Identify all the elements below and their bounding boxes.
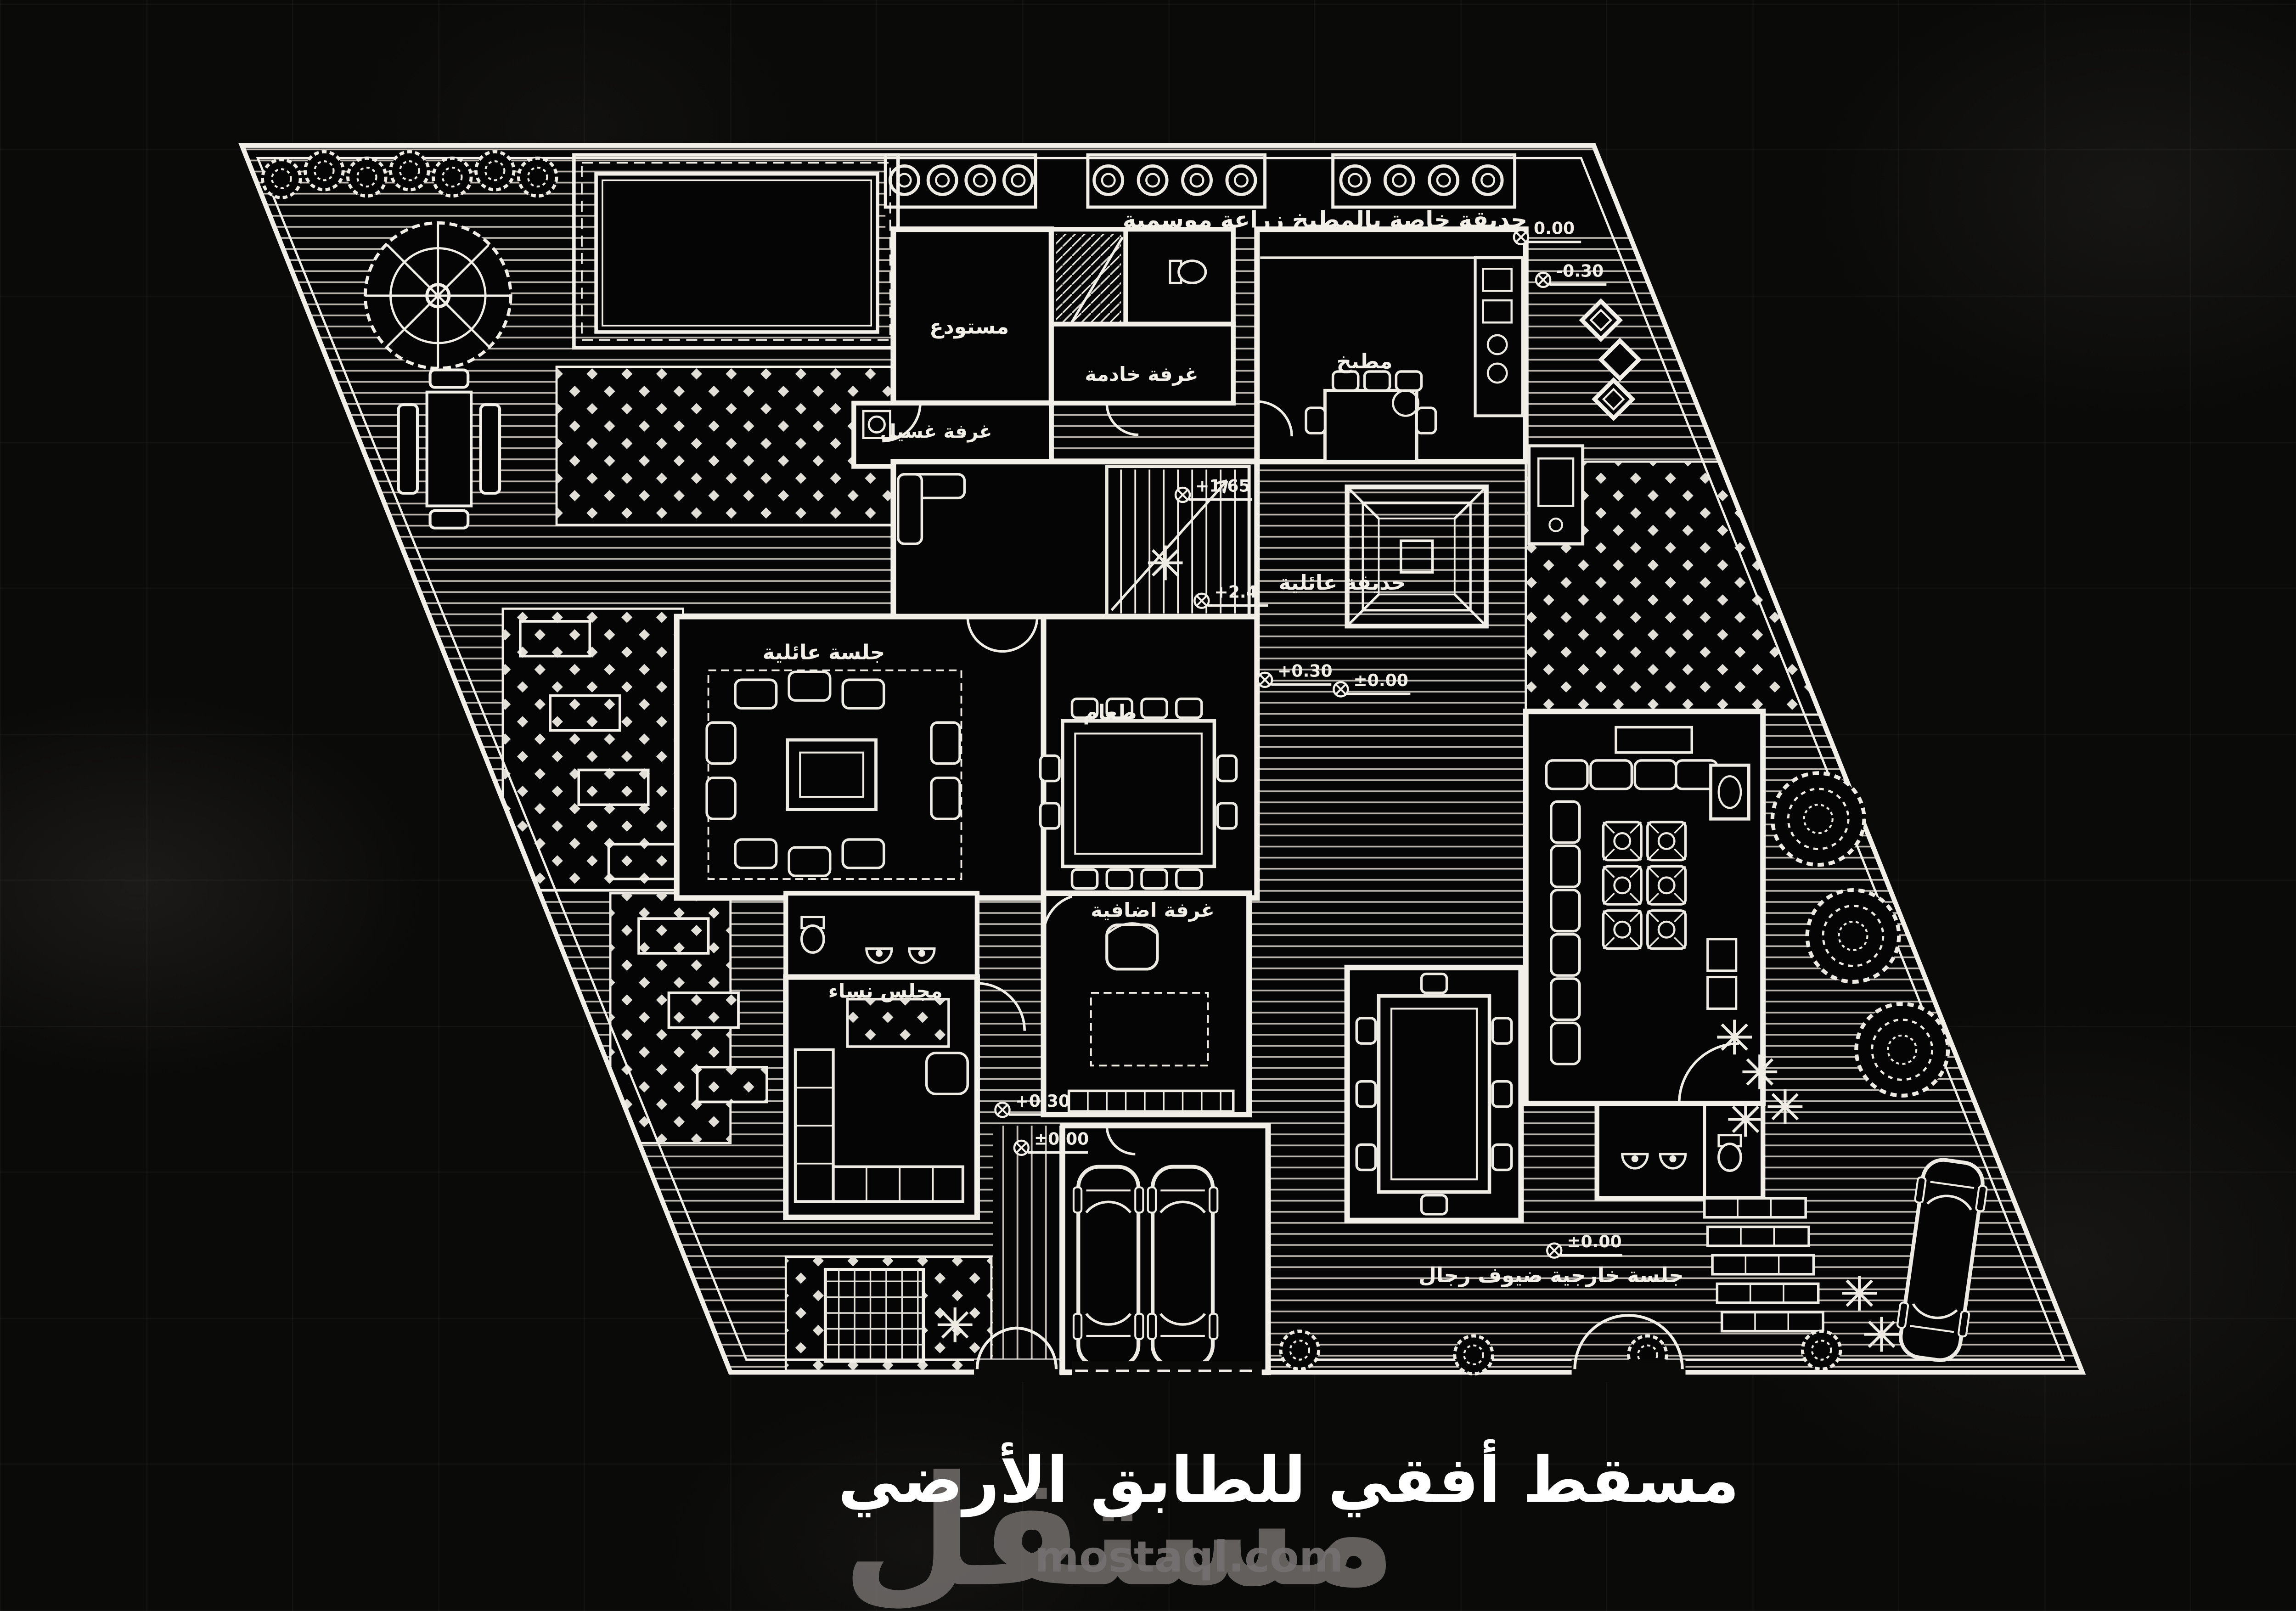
svg-text:±0.00: ±0.00	[1353, 670, 1408, 690]
laundry-fixtures	[862, 410, 891, 439]
svg-text:±0.00: ±0.00	[1567, 1232, 1621, 1251]
label-extra-room: غرفة اضافية	[1091, 899, 1215, 922]
outdoor-counter	[1527, 444, 1585, 546]
hall-furniture	[897, 465, 1251, 619]
mens-bath-fixtures	[1622, 1103, 1741, 1199]
level-marker-top-zero: 0.00	[1514, 219, 1581, 244]
svg-text:+0.30: +0.30	[1277, 661, 1332, 681]
kitchen-furniture	[1260, 256, 1524, 463]
level-marker-drive-zero: ±0.00	[1014, 1129, 1089, 1155]
door-swings	[882, 400, 1739, 1155]
label-dining: طعام	[1083, 700, 1137, 724]
room-labels: مستودع غرفة خادمة غرفة غسيل مطبخ جلسة عا…	[763, 314, 1684, 1287]
level-marker-outdoor: ±0.00	[1547, 1232, 1622, 1257]
svg-text:+1.65: +1.65	[1195, 476, 1250, 496]
svg-text:-0.30: -0.30	[1556, 261, 1604, 281]
shade-structure	[572, 153, 900, 350]
guest-dining-furniture	[1356, 974, 1511, 1214]
svg-text:+0.30: +0.30	[1015, 1091, 1070, 1111]
flower-bed	[823, 1267, 972, 1363]
diamond-pavers	[1579, 298, 1642, 421]
plot-boundary	[238, 143, 2086, 1375]
label-laundry: غرفة غسيل	[880, 421, 992, 443]
svg-text:0.00: 0.00	[1534, 219, 1575, 238]
label-family-sitting: جلسة عائلية	[763, 640, 885, 665]
entrance-gates	[974, 1314, 1686, 1382]
level-marker-deck: ±0.00	[1334, 670, 1411, 696]
svg-text:±0.00: ±0.00	[1034, 1129, 1089, 1149]
extra-room-furniture	[1067, 922, 1235, 1113]
label-outdoor-mens: جلسة خارجية ضيوف رجال	[1418, 1263, 1684, 1287]
watermark-logo: مستقل	[842, 1443, 1397, 1611]
label-family-garden: حديقة عائلية	[1278, 570, 1406, 595]
family-sitting-furniture	[707, 669, 962, 880]
dining-furniture	[1041, 699, 1237, 889]
pergola	[1345, 484, 1489, 629]
label-women-majlis: مجلس نساء	[828, 980, 943, 1003]
women-majlis-furniture	[793, 997, 969, 1203]
level-marker-upper-deck: +2.4	[1194, 582, 1268, 608]
page-title: مسقط أفقي للطابق الأرضي	[838, 1439, 1739, 1517]
main-stairs	[1105, 465, 1251, 619]
svg-text:+2.4: +2.4	[1214, 582, 1257, 602]
label-maid: غرفة خادمة	[1085, 363, 1198, 386]
label-storage: مستودع	[929, 314, 1009, 338]
room-storage	[890, 226, 1054, 406]
garden-seating	[397, 368, 501, 529]
level-marker-stairs: +1.65	[1176, 476, 1253, 502]
level-markers: +1.65 +2.4 +0.30 ±0.00 0.00 -0.30 +0.30	[996, 219, 1622, 1258]
service-bath-fixtures	[1170, 261, 1205, 283]
left-planters	[519, 620, 768, 1104]
level-marker-drive-plus: +0.30	[996, 1091, 1070, 1117]
watermark-url: mostaql.com	[1035, 1532, 1344, 1582]
label-kitchen: مطبخ	[1337, 349, 1393, 373]
outdoor-benches	[1703, 1197, 1824, 1333]
level-marker-top-minus: -0.30	[1536, 261, 1607, 287]
room-maid	[1049, 321, 1236, 406]
level-marker-hall: +0.30	[1258, 661, 1333, 687]
parasol-tree	[363, 221, 512, 370]
kitchen-garden-planters	[884, 153, 1517, 209]
mens-majlis-furniture	[1546, 726, 1750, 1064]
